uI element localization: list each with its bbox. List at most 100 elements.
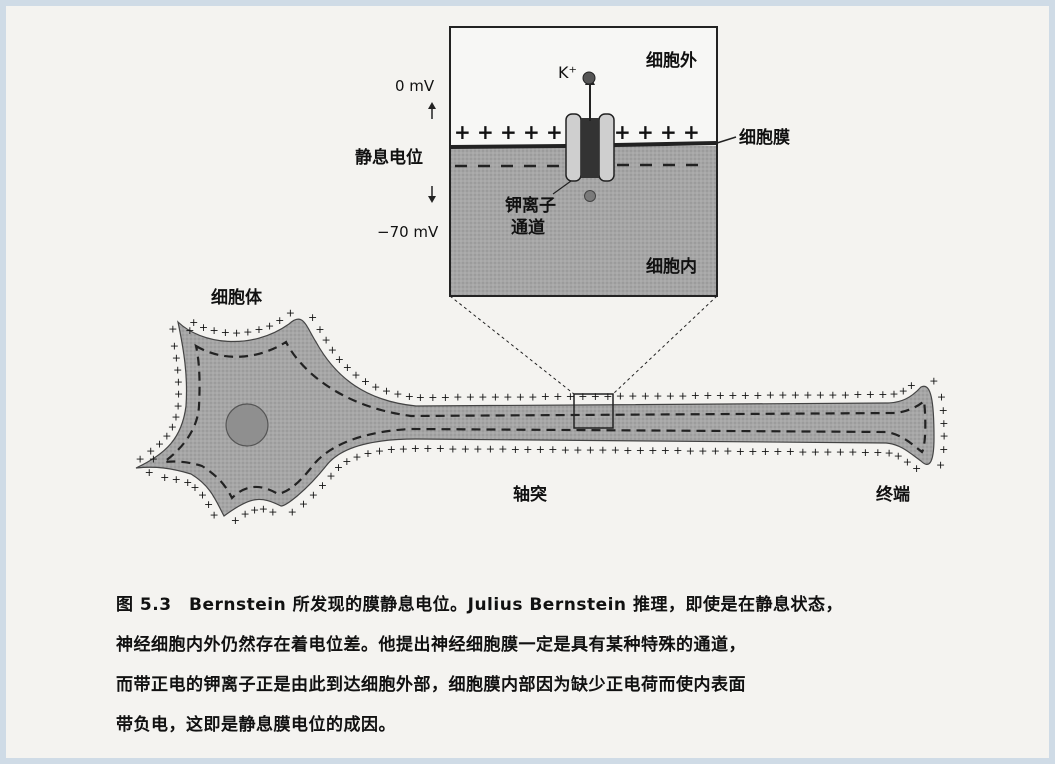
positive-charge-mark: + (503, 390, 512, 403)
positive-charge-mark: + (885, 446, 894, 459)
positive-charge-mark: + (145, 466, 154, 479)
neuron: ++++++++++++++++++++++++++++++++++++++++… (136, 295, 949, 527)
positive-charge-mark: + (811, 445, 820, 458)
positive-charge-mark: + (703, 389, 712, 402)
positive-charge-mark: + (308, 311, 317, 324)
positive-charge-mark: + (803, 389, 812, 402)
zoom-connector-left (449, 295, 575, 395)
positive-charge-mark: + (823, 446, 832, 459)
positive-charge-mark: + (183, 476, 192, 489)
positive-charge-mark: + (363, 447, 372, 460)
zoom-region-marker (573, 393, 614, 429)
positive-charge-mark: + (250, 503, 259, 516)
positive-charge-mark: + (288, 506, 297, 519)
positive-charge-mark: + (174, 388, 183, 401)
positive-charge-mark: + (204, 498, 213, 511)
zero-mv-label: 0 mV (395, 77, 435, 95)
channel-leader-line (552, 180, 572, 195)
k-ion-inside (584, 190, 596, 202)
positive-charge-mark: + (210, 324, 219, 337)
positive-charge-mark: + (766, 389, 775, 402)
axon-label: 轴突 (513, 484, 547, 505)
caption-line-1: 图 5.3 Bernstein 所发现的膜静息电位。Julius Bernste… (116, 595, 843, 615)
positive-charge-mark: + (661, 444, 670, 457)
positive-charge-mark: + (566, 390, 575, 403)
positive-charge-mark: + (939, 443, 948, 456)
positive-charge-mark: + (254, 323, 263, 336)
positive-charge-mark: + (648, 444, 657, 457)
positive-charge-mark: + (382, 385, 391, 398)
positive-charge-mark: + (889, 388, 898, 401)
positive-charge-mark: + (275, 314, 284, 327)
positive-charge-mark: + (361, 375, 370, 388)
resting-potential-label: 静息电位 (355, 147, 423, 168)
positive-charge-mark: + (268, 506, 277, 519)
svg-text:+: + (500, 120, 517, 144)
inner-dashed-membrane (160, 340, 927, 500)
positive-charge-mark: + (939, 417, 948, 430)
inner-negative-charges (455, 163, 698, 168)
positive-charge-mark: + (265, 319, 274, 332)
svg-text:+: + (660, 120, 677, 144)
positive-charge-mark: + (603, 390, 612, 403)
positive-charge-mark: + (929, 374, 938, 387)
positive-charge-mark: + (778, 389, 787, 402)
soma-label: 细胞体 (211, 287, 263, 308)
positive-charge-mark: + (436, 442, 445, 455)
svg-text:+: + (637, 120, 654, 144)
positive-charge-mark: + (936, 458, 945, 471)
positive-charge-mark: + (678, 389, 687, 402)
positive-charge-mark: + (232, 327, 241, 340)
positive-charge-mark: + (578, 390, 587, 403)
positive-charge-mark: + (486, 443, 495, 456)
positive-charge-mark: + (723, 445, 732, 458)
positive-charge-mark: + (343, 361, 352, 374)
positive-charge-mark: + (335, 353, 344, 366)
positive-charge-mark: + (351, 369, 360, 382)
positive-charge-mark: + (861, 446, 870, 459)
positive-charge-mark: + (405, 390, 414, 403)
caption-line-3: 而带正电的钾离子正是由此到达细胞外部，细胞膜内部因为缺少正电荷而使内表面 (116, 675, 746, 695)
outer-positive-charges: +++++ ++++ (454, 120, 700, 144)
positive-charge-mark: + (698, 444, 707, 457)
positive-charge-mark: + (798, 445, 807, 458)
positive-charge-mark: + (259, 503, 268, 516)
positive-charge-mark: + (461, 442, 470, 455)
positive-charge-mark: + (174, 400, 183, 413)
positive-charge-mark: + (636, 444, 645, 457)
positive-charge-mark: + (428, 391, 437, 404)
scanned-page: +++++ ++++ 细胞外 细胞内 (6, 6, 1049, 758)
positive-charge-mark: + (836, 446, 845, 459)
positive-charge-mark: + (816, 388, 825, 401)
positive-charge-mark: + (894, 449, 903, 462)
positive-charge-mark: + (326, 469, 335, 482)
positive-charge-mark: + (160, 471, 169, 484)
positive-charge-mark: + (299, 497, 308, 510)
k-ion-outside (582, 71, 596, 85)
positive-charge-mark: + (523, 443, 532, 456)
membrane-label: 细胞膜 (739, 127, 790, 148)
positive-charge-mark: + (511, 443, 520, 456)
positive-charge-mark: + (168, 323, 177, 336)
positive-charge-mark: + (548, 443, 557, 456)
positive-charge-mark: + (231, 514, 240, 527)
positive-charge-mark: + (172, 473, 181, 486)
positive-charge-mark: + (573, 443, 582, 456)
positive-charge-mark: + (899, 385, 908, 398)
caption-line-4: 带负电，这即是静息膜电位的成因。 (116, 715, 396, 735)
outer-plus-signs: ++++++++++++++++++++++++++++++++++++++++… (136, 307, 949, 527)
positive-charge-mark: + (334, 461, 343, 474)
positive-charge-mark: + (199, 321, 208, 334)
voltage-axis: 0 mV 静息电位 −70 mV (355, 77, 439, 241)
positive-charge-mark: + (162, 430, 171, 443)
positive-charge-mark: + (711, 445, 720, 458)
positive-charge-mark: + (773, 445, 782, 458)
positive-charge-mark: + (136, 453, 145, 466)
positive-charge-mark: + (716, 389, 725, 402)
positive-charge-mark: + (315, 323, 324, 336)
positive-charge-mark: + (848, 446, 857, 459)
minus-seventy-mv-label: −70 mV (377, 223, 439, 241)
positive-charge-mark: + (598, 444, 607, 457)
positive-charge-mark: + (318, 479, 327, 492)
resting-potential-figure: +++++ ++++ 细胞外 细胞内 (136, 26, 949, 527)
